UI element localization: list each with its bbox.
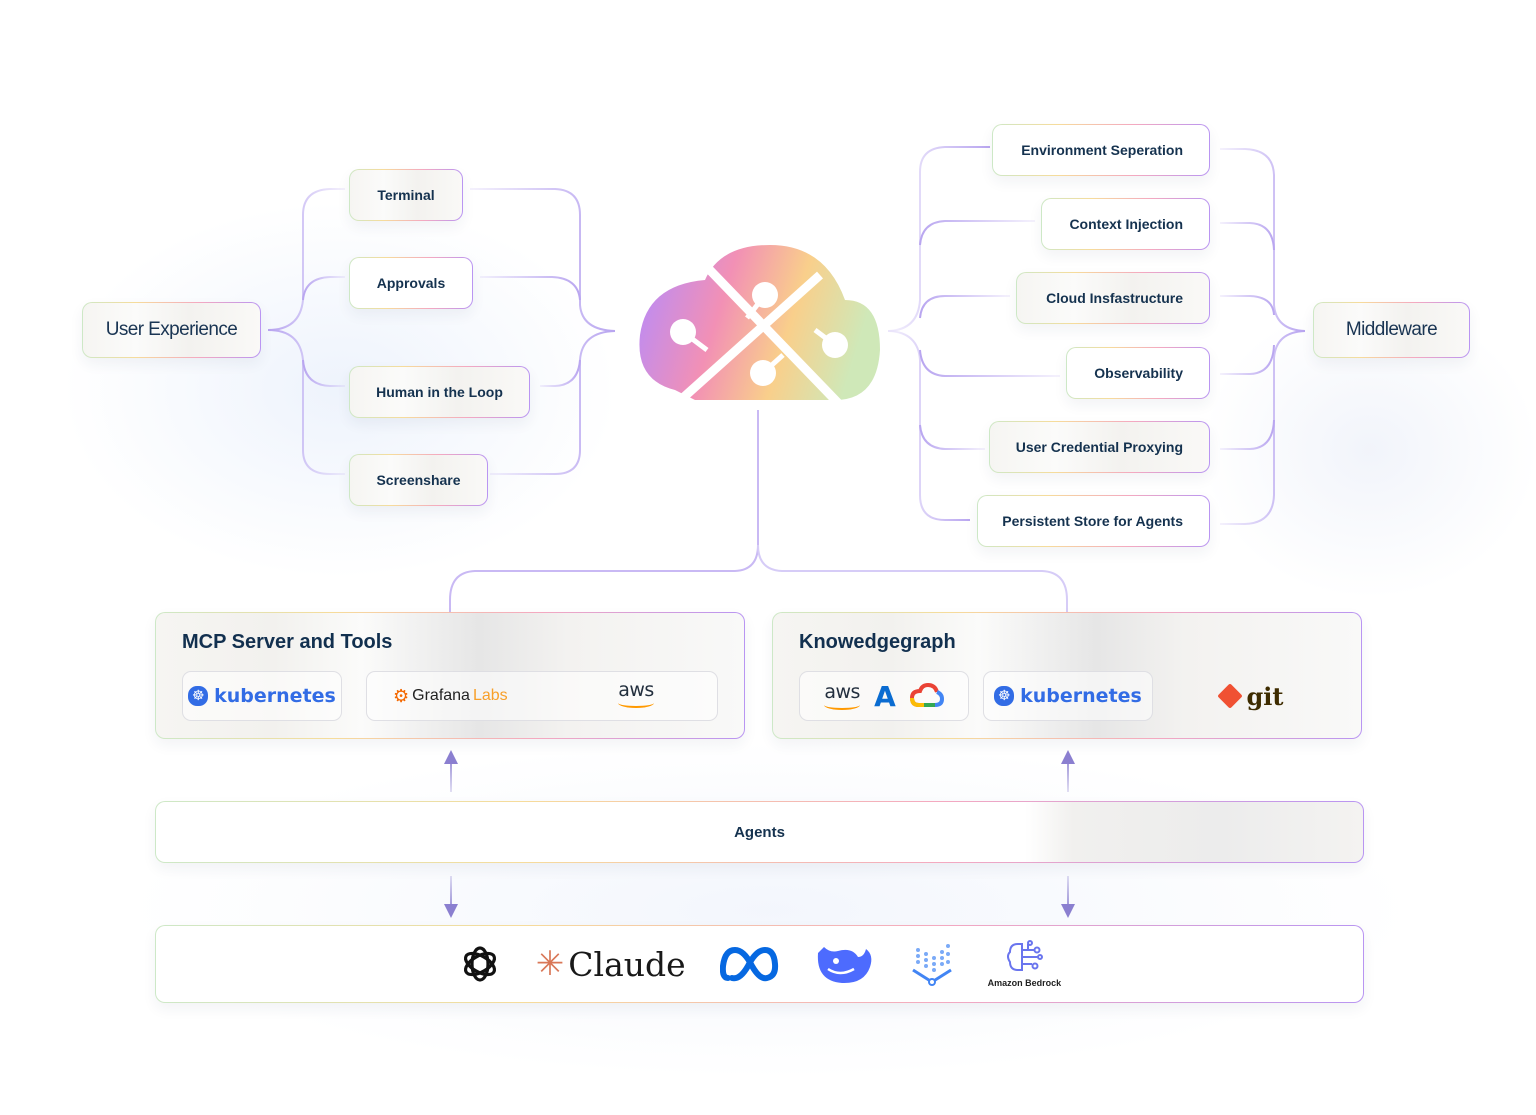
- arrow-up-icon: [1061, 750, 1075, 792]
- agents-label: Agents: [734, 823, 785, 841]
- node-label: User Credential Proxying: [1015, 439, 1183, 455]
- user-experience-node[interactable]: User Experience: [82, 302, 261, 358]
- background-glow: [120, 740, 1420, 1080]
- node-label: Observability: [1094, 365, 1183, 381]
- aws-logo[interactable]: aws: [596, 681, 676, 717]
- node-label: Terminal: [377, 187, 435, 203]
- cloud-puzzle-logo-icon: [635, 240, 885, 409]
- kubernetes-label: kubernetes: [214, 685, 336, 707]
- grafana-logo-cell[interactable]: ⚙ Grafana Labs: [366, 671, 718, 721]
- node-label: Context Injection: [1069, 216, 1183, 232]
- aws-icon: [618, 698, 654, 708]
- kubernetes-logo-cell[interactable]: ☸ kubernetes: [182, 671, 342, 721]
- claude-icon: ✳: [535, 944, 565, 984]
- node-label: Environment Seperation: [1021, 142, 1183, 158]
- models-bar[interactable]: ✳ Claude: [155, 925, 1364, 1003]
- kubernetes-icon: ☸: [188, 686, 209, 706]
- node-label: Screenshare: [376, 472, 461, 488]
- middleware-node[interactable]: Middleware: [1313, 302, 1470, 358]
- aws-label: aws: [824, 680, 860, 703]
- amazon-bedrock-label: Amazon Bedrock: [987, 978, 1062, 988]
- node-label: Persistent Store for Agents: [1002, 513, 1183, 529]
- approvals-node[interactable]: Approvals: [349, 257, 473, 309]
- knowledgegraph-panel[interactable]: Knowedgegraph aws A ☸ kubernetes git: [772, 612, 1362, 739]
- aws-label: aws: [618, 679, 654, 701]
- grafana-label: Grafana: [412, 687, 470, 704]
- kubernetes-icon: ☸: [994, 686, 1015, 706]
- arrow-up-icon: [444, 750, 458, 792]
- openai-icon: [463, 946, 496, 982]
- user-credential-proxying-node[interactable]: User Credential Proxying: [989, 421, 1210, 473]
- grafana-labs-label: Labs: [472, 687, 508, 704]
- git-icon: [1216, 683, 1243, 709]
- git-label: git: [1246, 681, 1284, 711]
- agents-bar[interactable]: Agents: [155, 801, 1364, 863]
- claude-label: Claude: [568, 944, 686, 984]
- terminal-node[interactable]: Terminal: [349, 169, 463, 221]
- kubernetes-logo-cell[interactable]: ☸ kubernetes: [983, 671, 1153, 721]
- persistent-store-node[interactable]: Persistent Store for Agents: [977, 495, 1210, 547]
- aws-icon: [824, 700, 861, 710]
- claude-logo: ✳ Claude: [536, 945, 686, 984]
- screenshare-node[interactable]: Screenshare: [349, 454, 488, 506]
- cloud-providers-logo-cell[interactable]: aws A: [799, 671, 969, 721]
- middleware-label: Middleware: [1345, 319, 1438, 340]
- arrow-down-icon: [1061, 876, 1075, 918]
- panel-title: Knowedgegraph: [799, 631, 956, 653]
- grafana-icon: ⚙: [393, 685, 410, 706]
- vertex-ai-icon: [911, 944, 952, 986]
- kubernetes-label: kubernetes: [1020, 685, 1142, 707]
- arrow-down-icon: [444, 876, 458, 918]
- observability-node[interactable]: Observability: [1066, 347, 1210, 399]
- background-glow: [60, 200, 620, 580]
- mcp-server-panel[interactable]: MCP Server and Tools ☸ kubernetes ⚙ Graf…: [155, 612, 745, 739]
- node-label: Human in the Loop: [376, 384, 503, 400]
- google-cloud-icon: [909, 683, 944, 707]
- meta-icon: [719, 946, 778, 982]
- context-injection-node[interactable]: Context Injection: [1041, 198, 1210, 250]
- human-in-the-loop-node[interactable]: Human in the Loop: [349, 366, 530, 418]
- environment-seperation-node[interactable]: Environment Seperation: [992, 124, 1210, 176]
- amazon-bedrock-icon: [1007, 940, 1044, 971]
- user-experience-label: User Experience: [105, 319, 238, 340]
- git-logo-cell[interactable]: git: [1167, 671, 1337, 721]
- deepseek-icon: [817, 947, 872, 984]
- cloud-infrastructure-node[interactable]: Cloud Insfastructure: [1016, 272, 1210, 324]
- amazon-bedrock-logo: Amazon Bedrock: [987, 940, 1062, 988]
- panel-title: MCP Server and Tools: [182, 631, 393, 653]
- node-label: Approvals: [376, 275, 446, 291]
- azure-icon: A: [874, 679, 896, 713]
- node-label: Cloud Insfastructure: [1046, 290, 1183, 306]
